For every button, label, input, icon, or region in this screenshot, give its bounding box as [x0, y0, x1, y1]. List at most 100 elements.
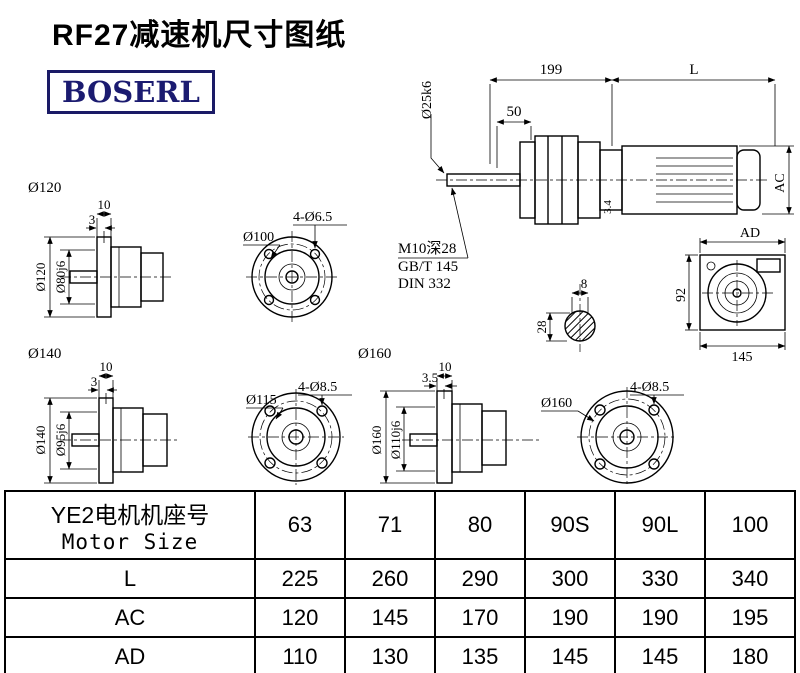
- bolt-hole: [594, 404, 606, 416]
- flange-140-label: Ø140: [28, 346, 61, 362]
- value-cell: 135: [434, 636, 526, 673]
- value-cell: 290: [434, 558, 526, 599]
- dim-key-28: 28: [534, 321, 549, 334]
- dim-f140-10: 10: [100, 359, 113, 374]
- dim-f160-od: Ø160: [369, 426, 384, 455]
- value-cell: 145: [524, 636, 616, 673]
- bolt-hole: [309, 248, 321, 260]
- value-cell: 190: [524, 597, 616, 638]
- value-cell: 195: [704, 597, 796, 638]
- dim-f120-10: 10: [98, 197, 111, 212]
- flange120-front-outline: [251, 236, 333, 318]
- dim-50: 50: [507, 104, 522, 120]
- dim-f120-bolt-circle: Ø100: [243, 230, 274, 245]
- motor-size-header-cell: YE2电机机座号 Motor Size: [4, 490, 256, 560]
- dim-f160-bolt-circle: Ø160: [541, 396, 572, 411]
- dim-f140-3: 3: [91, 374, 98, 389]
- table-row-L: L 225 260 290 300 330 340: [4, 558, 796, 599]
- bolt-hole: [309, 294, 321, 306]
- note-din332: DIN 332: [398, 276, 451, 292]
- terminal-box: [756, 258, 781, 273]
- dim-f140-spigot: Ø95j6: [53, 423, 68, 456]
- row-label-AC: AC: [4, 597, 256, 638]
- value-cell: 330: [614, 558, 706, 599]
- row-label-AD: AD: [4, 636, 256, 673]
- table-row-AC: AC 120 145 170 190 190 195: [4, 597, 796, 638]
- dim-f160-spigot: Ø110j6: [388, 420, 403, 459]
- size-col-header: 71: [344, 490, 436, 560]
- fan-cover: [736, 149, 761, 211]
- value-cell: 180: [704, 636, 796, 673]
- shaft-dia-leader: [430, 114, 445, 174]
- dim-shaft-diameter: Ø25k6: [420, 81, 435, 119]
- dim-f120-spigot: Ø80j6: [53, 260, 68, 293]
- bolt-hole: [594, 458, 606, 470]
- value-cell: 300: [524, 558, 616, 599]
- value-cell: 110: [254, 636, 346, 673]
- shaft-key-section: 8 28: [534, 276, 596, 352]
- value-cell: 260: [344, 558, 436, 599]
- flange-160-label: Ø160: [358, 346, 391, 362]
- dim-92: 92: [674, 288, 689, 302]
- bolt-hole: [263, 294, 275, 306]
- value-cell: 120: [254, 597, 346, 638]
- value-cell: 340: [704, 558, 796, 599]
- flange160-front-outline: [580, 390, 674, 484]
- dim-3-4: 3.4: [602, 200, 614, 214]
- value-cell: 145: [614, 636, 706, 673]
- shaft-section-circle: [564, 310, 596, 342]
- logo-text: BOSERL: [62, 75, 200, 109]
- note-tapped-hole: M10深28: [398, 240, 456, 257]
- flange-140-views: Ø140 10 3 Ø140 Ø95j6: [28, 346, 352, 485]
- flange-120-label: Ø120: [28, 180, 61, 196]
- rear-housing: [699, 254, 786, 331]
- bolt-hole: [264, 405, 276, 417]
- note-gbt145: GB/T 145: [398, 259, 458, 275]
- motor-rear-view: AD 92 145: [674, 226, 786, 365]
- size-col-header: 63: [254, 490, 346, 560]
- dim-f120-od: Ø120: [33, 263, 48, 292]
- dim-key-8: 8: [581, 276, 588, 291]
- dimension-table-wrap: YE2电机机座号 Motor Size 63 71 80 90S 90L 100…: [4, 490, 796, 673]
- dim-199: 199: [540, 62, 563, 78]
- dim-f160-3-5: 3.5: [422, 370, 438, 385]
- size-col-header: 80: [434, 490, 526, 560]
- dim-f140-od: Ø140: [33, 426, 48, 455]
- main-assembly-view: 199 L 50 Ø25k6 AC 3.4 M10深28 GB/T 145 DI…: [398, 62, 794, 292]
- dim-f160-holes: 4-Ø8.5: [630, 380, 669, 395]
- technical-drawing: 199 L 50 Ø25k6 AC 3.4 M10深28 GB/T 145 DI…: [28, 62, 794, 487]
- bolt-hole: [264, 457, 276, 469]
- bolt-hole: [263, 248, 275, 260]
- bolt-hole: [648, 404, 660, 416]
- value-cell: 225: [254, 558, 346, 599]
- flange140-front-outline: [251, 392, 341, 482]
- dim-f140-bolt-circle: Ø115: [246, 393, 277, 408]
- dim-L: L: [689, 62, 698, 78]
- dim-AD: AD: [740, 226, 760, 241]
- motor-size-header-en: Motor Size: [61, 530, 199, 554]
- motor-size-table: YE2电机机座号 Motor Size 63 71 80 90S 90L 100…: [4, 490, 796, 673]
- dim-f160-10: 10: [439, 359, 452, 374]
- size-col-header: 100: [704, 490, 796, 560]
- value-cell: 190: [614, 597, 706, 638]
- flange160-plate: [436, 390, 453, 484]
- value-cell: 145: [344, 597, 436, 638]
- boserl-logo: BOSERL: [47, 70, 215, 114]
- dim-f120-holes: 4-Ø6.5: [293, 210, 332, 225]
- size-col-header: 90S: [524, 490, 616, 560]
- page-title: RF27减速机尺寸图纸: [52, 19, 347, 52]
- bolt-hole: [316, 405, 328, 417]
- table-row-AD: AD 110 130 135 145 145 180: [4, 636, 796, 673]
- flange-160-views: Ø160 10 3.5 Ø160 Ø110j6: [358, 346, 684, 487]
- dim-f120-3: 3: [89, 212, 96, 227]
- size-col-header: 90L: [614, 490, 706, 560]
- value-cell: 170: [434, 597, 526, 638]
- row-label-L: L: [4, 558, 256, 599]
- dim-145: 145: [732, 350, 753, 365]
- flange-120-views: Ø120 10 3 Ø120 Ø80j6: [28, 180, 347, 323]
- motor-size-header-cn: YE2电机机座号: [50, 502, 210, 528]
- dim-AC: AC: [773, 173, 788, 192]
- table-header-row: YE2电机机座号 Motor Size 63 71 80 90S 90L 100: [4, 490, 796, 560]
- flange140-plate: [98, 397, 114, 484]
